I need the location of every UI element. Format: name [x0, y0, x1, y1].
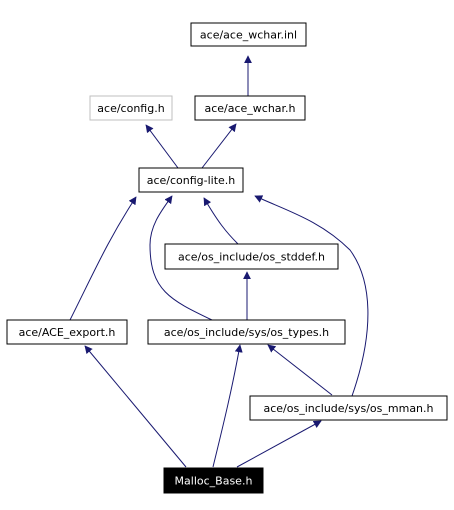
node-label: ace/os_include/sys/os_types.h — [164, 326, 329, 339]
edge-malloc-base-to-ace-export — [84, 345, 187, 468]
node-label: ace/os_include/sys/os_mman.h — [263, 402, 433, 415]
dependency-edges — [69, 55, 369, 468]
edge-config-lite-to-config-h — [145, 124, 179, 169]
node-os-types-h[interactable]: ace/os_include/sys/os_types.h — [147, 319, 346, 345]
node-ace-wchar-inl[interactable]: ace/ace_wchar.inl — [190, 22, 307, 47]
edge-config-lite-to-ace-wchar-h — [201, 123, 237, 169]
edge-os-types-to-config-lite — [149, 195, 213, 321]
node-os-stddef-h[interactable]: ace/os_include/os_stddef.h — [164, 243, 339, 270]
node-label: ace/config-lite.h — [147, 174, 236, 187]
node-config-lite-h[interactable]: ace/config-lite.h — [138, 167, 244, 193]
node-ace-wchar-h[interactable]: ace/ace_wchar.h — [194, 95, 306, 121]
graph-nodes: ace/ace_wchar.inl ace/config.h ace/ace_w… — [6, 22, 448, 494]
edge-ace-export-to-config-lite — [69, 196, 137, 321]
edge-malloc-base-to-os-types — [212, 344, 243, 468]
node-malloc-base-h[interactable]: Malloc_Base.h — [163, 467, 264, 494]
edge-os-mman-to-os-types — [267, 344, 333, 396]
node-os-mman-h[interactable]: ace/os_include/sys/os_mman.h — [249, 395, 448, 421]
node-label: ace/ACE_export.h — [19, 326, 116, 339]
node-label: ace/ace_wchar.inl — [200, 29, 297, 42]
node-ace-export-h[interactable]: ace/ACE_export.h — [6, 319, 128, 345]
node-label: Malloc_Base.h — [175, 475, 253, 488]
edge-malloc-base-to-os-mman — [236, 420, 322, 468]
edge-os-stddef-to-config-lite — [203, 197, 239, 245]
node-config-h[interactable]: ace/config.h — [89, 95, 173, 121]
node-label: ace/config.h — [97, 102, 164, 115]
node-label: ace/os_include/os_stddef.h — [178, 251, 325, 264]
node-label: ace/ace_wchar.h — [204, 102, 295, 115]
edge-os-mman-to-config-lite — [254, 195, 369, 397]
